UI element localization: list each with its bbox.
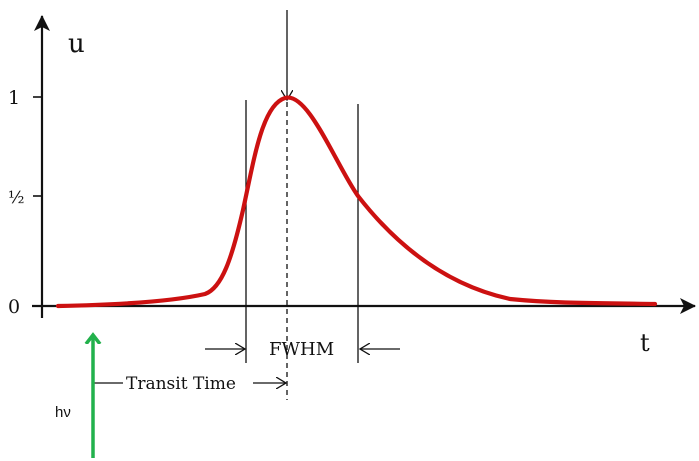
y-axis-label: u — [68, 29, 85, 59]
photon-label: hν — [55, 404, 71, 421]
tick-label-half: ½ — [8, 188, 24, 208]
pulse-curve — [55, 95, 658, 309]
x-axis-label: t — [640, 329, 650, 357]
transit-time-label: Transit Time — [126, 374, 236, 394]
fwhm-label: FWHM — [269, 339, 334, 360]
tick-label-0: 0 — [8, 296, 20, 318]
tick-label-1: 1 — [8, 87, 20, 109]
